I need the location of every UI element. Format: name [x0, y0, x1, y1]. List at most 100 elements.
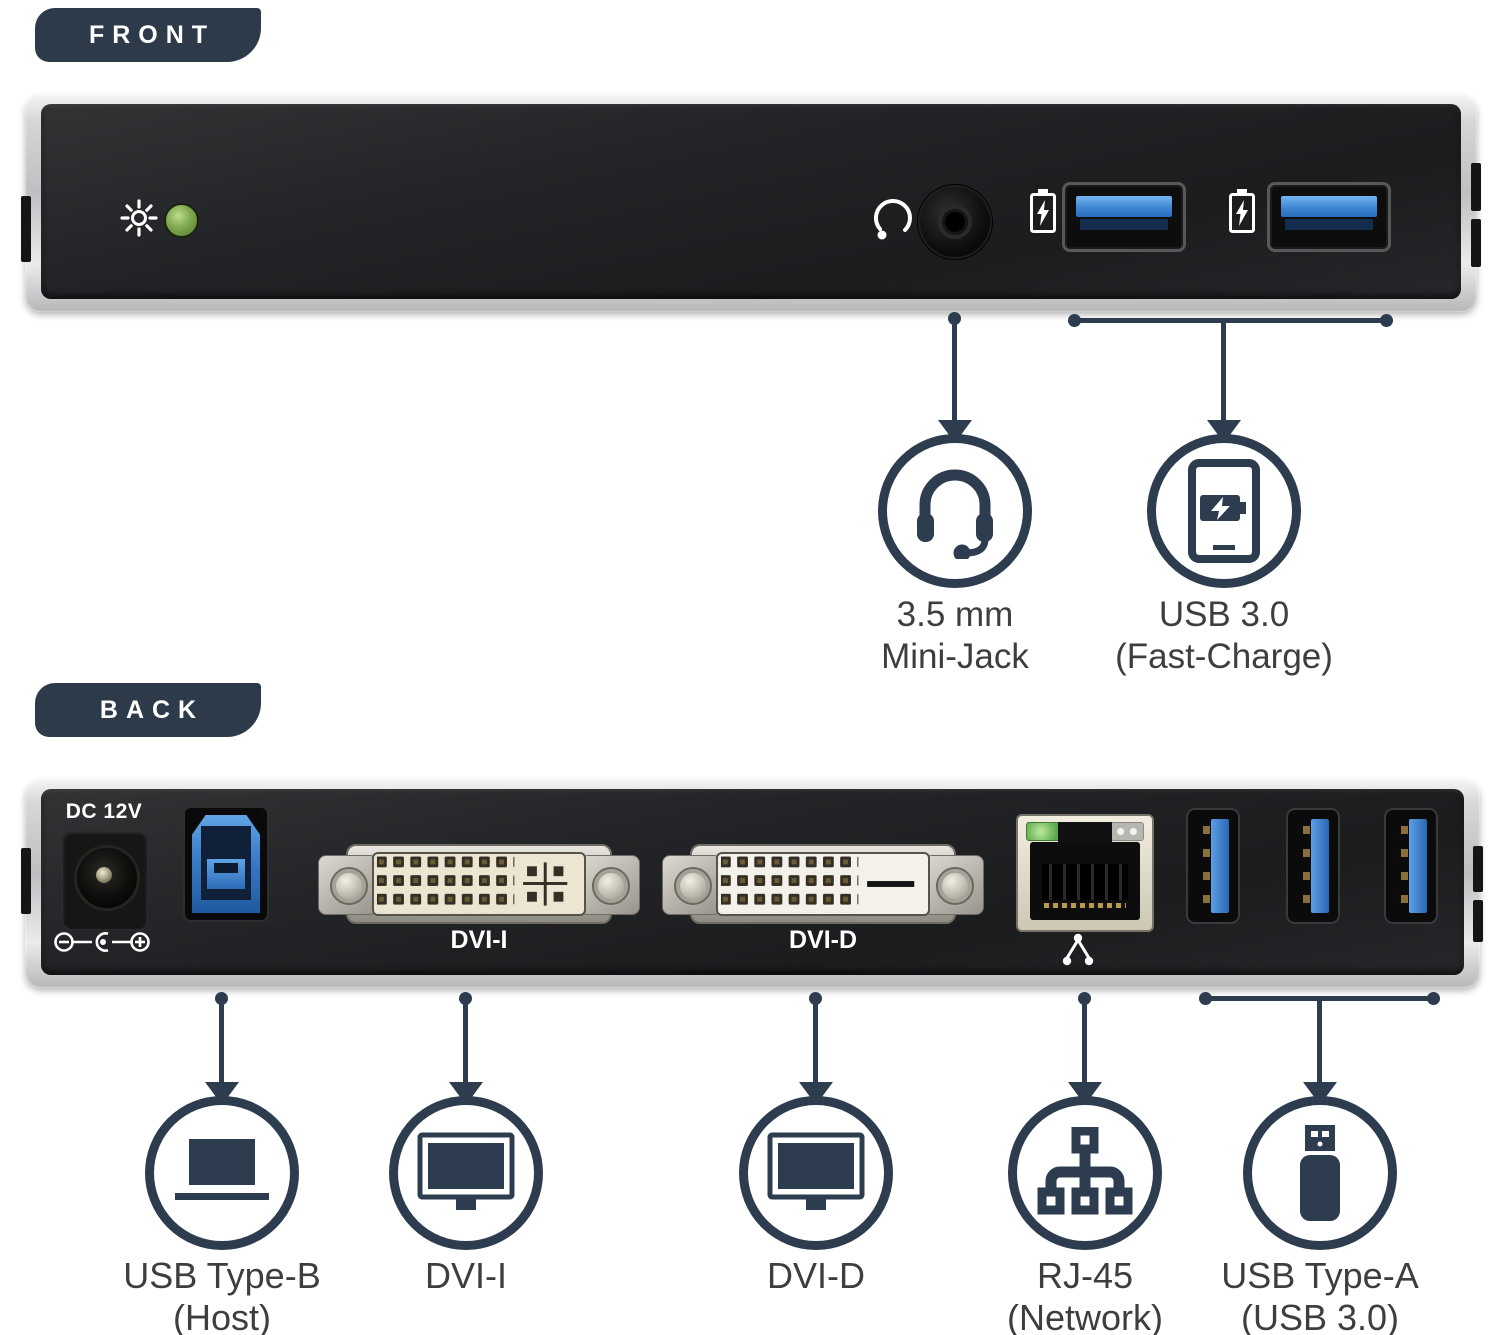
usb-contacts [1203, 826, 1210, 906]
rj45-latch [1058, 822, 1112, 842]
callout-circle-fast-charge [1147, 434, 1301, 588]
front-badge: FRONT [35, 8, 261, 62]
label-line: DVI-D [767, 1255, 865, 1296]
callout-line [1317, 996, 1322, 1086]
usb-tongue [1076, 196, 1172, 217]
callout-dot [1199, 992, 1212, 1005]
dvi-d-port-label: DVI-D [788, 926, 858, 954]
dvi-screw-ear [580, 855, 640, 915]
headset-icon [870, 191, 916, 248]
screw-icon [330, 867, 368, 905]
callout-label-dvi-d: DVI-D [656, 1255, 976, 1297]
screw-icon [936, 867, 974, 905]
usb3-port-back-2 [1286, 808, 1340, 924]
dvi-i-insert [372, 852, 586, 916]
rj45-port [1016, 814, 1154, 932]
usb-b-tab [207, 859, 245, 889]
dvi-i-pins [376, 856, 568, 913]
callout-line [219, 998, 224, 1086]
back-badge-label: BACK [99, 695, 205, 724]
label-line: Mini-Jack [881, 637, 1029, 676]
phone-fast-charge-icon [1188, 459, 1260, 563]
side-notch [21, 848, 31, 914]
monitor-icon [417, 1132, 515, 1210]
power-led [164, 203, 199, 238]
callout-line [952, 318, 957, 424]
callout-label-rj45: RJ-45 (Network) [925, 1255, 1245, 1335]
battery-charge-icon [1227, 188, 1257, 239]
side-notch [21, 196, 31, 262]
callout-label-usb-b: USB Type-B (Host) [62, 1255, 382, 1335]
dvi-screw-ear [662, 855, 722, 915]
usb-cavity [1285, 219, 1373, 230]
side-notch [1473, 846, 1483, 892]
label-line: 3.5 mm [896, 595, 1014, 634]
usb-tongue [1409, 819, 1427, 913]
network-icon [1058, 932, 1098, 973]
callout-label-dvi-i: DVI-I [306, 1255, 626, 1297]
callout-circle-usb-b-host [145, 1096, 299, 1250]
callout-label-mini-jack: 3.5 mm Mini-Jack [795, 594, 1115, 678]
usb-flash-drive-icon [1300, 1125, 1340, 1221]
usb-contacts [1303, 826, 1310, 906]
dc-power-jack [62, 830, 148, 930]
link-led-green [1026, 822, 1062, 841]
side-notch [1471, 219, 1481, 267]
usb3-port-front-1 [1062, 182, 1186, 252]
usb-tongue [1311, 819, 1329, 913]
label-line: USB Type-B [123, 1255, 321, 1296]
dvi-d-insert [716, 852, 930, 916]
label-line: RJ-45 [1036, 1255, 1134, 1296]
dvi-d-pins [720, 856, 915, 913]
headset-icon [917, 469, 993, 559]
callout-circle-usb-a [1243, 1096, 1397, 1250]
dock-front-face [41, 104, 1461, 299]
usb-tongue [1211, 819, 1229, 913]
dvi-screw-ear [318, 855, 378, 915]
dvi-screw-ear [924, 855, 984, 915]
back-badge: BACK [35, 683, 261, 737]
usb-b-connector [192, 815, 260, 913]
callout-line [813, 998, 818, 1086]
label-line: USB Type-A [1221, 1255, 1419, 1296]
callout-circle-mini-jack [878, 434, 1032, 588]
rj45-contacts [1044, 903, 1126, 908]
audio-jack-port [918, 185, 992, 259]
dc-12v-label: DC 12V [65, 800, 143, 823]
battery-charge-icon [1028, 188, 1058, 239]
label-line: (USB 3.0) [1240, 1297, 1400, 1335]
activity-led [1110, 822, 1144, 841]
usb-b-pin [226, 863, 238, 873]
dvi-i-port [318, 842, 640, 926]
usb-contacts [1401, 826, 1408, 906]
brightness-icon [120, 199, 158, 242]
dock-front-view [25, 95, 1477, 312]
usb-tongue [1281, 196, 1377, 217]
usb3-port-back-1 [1186, 808, 1240, 924]
screw-icon [674, 867, 712, 905]
callout-label-usb-a: USB Type-A (USB 3.0) [1160, 1255, 1480, 1335]
callout-circle-dvi-i [389, 1096, 543, 1250]
label-line: (Fast-Charge) [1115, 637, 1333, 676]
screw-icon [592, 867, 630, 905]
callout-label-fast-charge: USB 3.0 (Fast-Charge) [1064, 594, 1384, 678]
front-badge-label: FRONT [88, 20, 216, 49]
callout-dot [1380, 314, 1393, 327]
callout-circle-dvi-d [739, 1096, 893, 1250]
label-line: USB 3.0 [1158, 595, 1290, 634]
callout-line [463, 998, 468, 1086]
callout-line [1082, 998, 1087, 1086]
rj45-pins [1042, 863, 1128, 900]
side-notch [1473, 900, 1483, 942]
network-tree-icon [1037, 1127, 1133, 1215]
usb3-port-front-2 [1267, 182, 1391, 252]
label-line: DVI-I [424, 1255, 507, 1296]
rj45-cavity [1030, 842, 1140, 920]
callout-bracket [1074, 318, 1386, 323]
usb-b-pin [214, 863, 226, 873]
side-notch [1471, 163, 1481, 211]
callout-line [1221, 318, 1226, 424]
laptop-icon [175, 1139, 269, 1200]
audio-jack-hole [942, 209, 968, 235]
